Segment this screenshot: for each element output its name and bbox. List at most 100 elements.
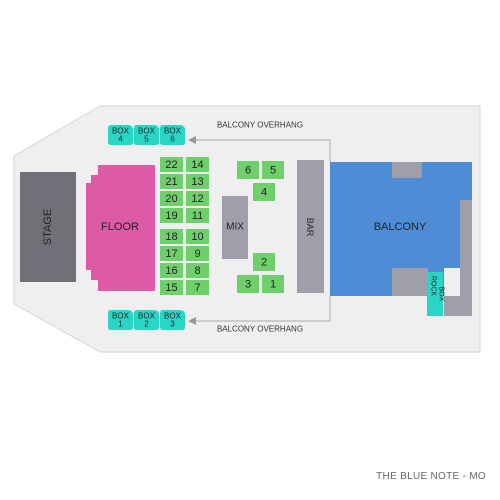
- section-8[interactable]: 8: [186, 263, 209, 278]
- section-10[interactable]: 10: [186, 229, 209, 244]
- section-block[interactable]: [186, 263, 209, 278]
- box-shape[interactable]: [134, 310, 159, 330]
- section-label: 18: [165, 231, 177, 243]
- section-17[interactable]: 17: [160, 246, 183, 261]
- rock-box[interactable]: [427, 272, 443, 316]
- section-block[interactable]: [160, 191, 183, 206]
- section-16[interactable]: 16: [160, 263, 183, 278]
- section-label: 19: [165, 210, 177, 222]
- box-shape[interactable]: [134, 125, 159, 145]
- box-label-line2: 1: [118, 320, 123, 329]
- overhang-arrow-bottom: [188, 317, 196, 325]
- section-label: 5: [270, 165, 276, 177]
- section-7[interactable]: 7: [186, 280, 209, 295]
- section-label: 2: [261, 257, 267, 269]
- section-block[interactable]: [186, 157, 209, 172]
- section-block[interactable]: [237, 161, 259, 179]
- box-shape[interactable]: [160, 125, 185, 145]
- bar-area[interactable]: [297, 160, 324, 293]
- section-label: 13: [191, 176, 203, 188]
- section-block[interactable]: [186, 208, 209, 223]
- section-block[interactable]: [186, 280, 209, 295]
- section-block[interactable]: [160, 263, 183, 278]
- section-block[interactable]: [186, 174, 209, 189]
- balcony-section[interactable]: [330, 162, 472, 296]
- section-block[interactable]: [253, 253, 275, 271]
- box-shape[interactable]: [160, 310, 185, 330]
- section-11[interactable]: 11: [186, 208, 209, 223]
- section-18[interactable]: 18: [160, 229, 183, 244]
- overhang-line-bottom: [190, 296, 331, 322]
- section-label: 14: [191, 159, 203, 171]
- box-label-line1: BOX: [112, 312, 130, 321]
- section-block[interactable]: [186, 229, 209, 244]
- section-block[interactable]: [237, 275, 259, 293]
- section-13[interactable]: 13: [186, 174, 209, 189]
- mix-area[interactable]: [222, 196, 248, 259]
- section-1[interactable]: 1: [262, 275, 284, 293]
- section-20[interactable]: 20: [160, 191, 183, 206]
- stage-label: STAGE: [42, 209, 54, 245]
- floor-label: FLOOR: [101, 221, 139, 233]
- section-19[interactable]: 19: [160, 208, 183, 223]
- section-9[interactable]: 9: [186, 246, 209, 261]
- section-block[interactable]: [186, 191, 209, 206]
- section-label: 1: [270, 279, 276, 291]
- section-block[interactable]: [160, 229, 183, 244]
- stage-area[interactable]: [20, 172, 76, 282]
- box-shape[interactable]: [108, 125, 133, 145]
- section-15[interactable]: 15: [160, 280, 183, 295]
- section-block[interactable]: [160, 157, 183, 172]
- mix-label: MIX: [226, 222, 244, 233]
- section-label: 21: [165, 176, 177, 188]
- section-block[interactable]: [160, 174, 183, 189]
- section-3[interactable]: 3: [237, 275, 259, 293]
- section-block[interactable]: [262, 161, 284, 179]
- box-label-line2: 5: [144, 135, 149, 144]
- overhang-label-top: BALCONY OVERHANG: [217, 121, 303, 130]
- section-21[interactable]: 21: [160, 174, 183, 189]
- section-label: 10: [191, 231, 203, 243]
- section-block[interactable]: [160, 246, 183, 261]
- box-label-line1: BOX: [138, 127, 156, 136]
- section-6[interactable]: 6: [237, 161, 259, 179]
- section-block[interactable]: [253, 183, 275, 201]
- section-2[interactable]: 2: [253, 253, 275, 271]
- section-label: 6: [245, 165, 251, 177]
- box-label-line1: BOX: [138, 312, 156, 321]
- balcony-gray-block-bottom: [392, 268, 428, 296]
- box-shape[interactable]: [108, 310, 133, 330]
- section-14[interactable]: 14: [186, 157, 209, 172]
- section-label: 15: [165, 282, 177, 294]
- section-22[interactable]: 22: [160, 157, 183, 172]
- section-label: 22: [165, 159, 177, 171]
- section-block[interactable]: [160, 208, 183, 223]
- section-4[interactable]: 4: [253, 183, 275, 201]
- venue-name: THE BLUE NOTE - MO: [376, 471, 486, 482]
- overhang-arrow-top: [188, 136, 196, 144]
- box-label-line1: BOX: [164, 312, 182, 321]
- section-block[interactable]: [186, 246, 209, 261]
- section-block[interactable]: [160, 280, 183, 295]
- section-12[interactable]: 12: [186, 191, 209, 206]
- section-label: 4: [261, 187, 267, 199]
- balcony-gray-block-side: [444, 200, 472, 316]
- section-block[interactable]: [262, 275, 284, 293]
- overhang-label-bottom: BALCONY OVERHANG: [217, 325, 303, 334]
- section-label: 11: [192, 210, 203, 222]
- section-label: 7: [194, 282, 200, 294]
- section-5[interactable]: 5: [262, 161, 284, 179]
- floor-section[interactable]: [86, 165, 155, 291]
- section-label: 9: [194, 248, 200, 260]
